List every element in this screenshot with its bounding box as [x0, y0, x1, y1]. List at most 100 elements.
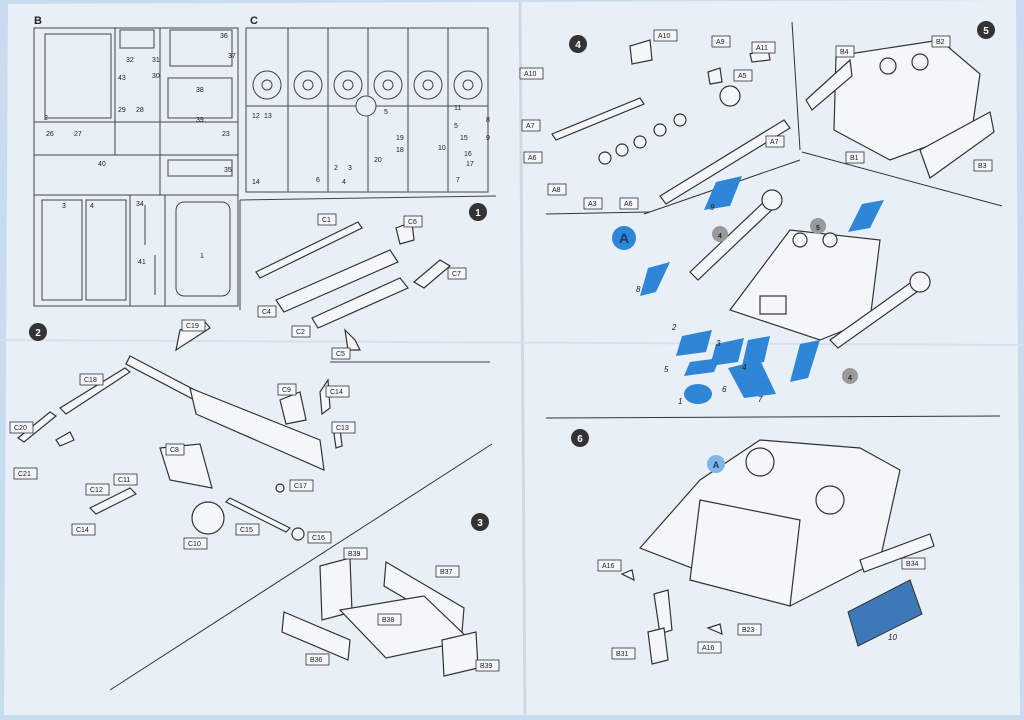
step2-label-4: C14	[76, 527, 89, 534]
step6-label-box-4	[901, 557, 926, 570]
step4-suspension-drawing	[551, 39, 791, 205]
sprue-c-number-1: 13	[264, 113, 272, 120]
step2-label-box-13	[183, 537, 208, 550]
sprue-c-number-17: 7	[456, 177, 460, 184]
step4-label-0: A10	[658, 33, 671, 40]
step4-label-box-2	[751, 41, 776, 54]
step5-hull-drawing	[805, 39, 995, 179]
step5-label-1: B2	[936, 39, 945, 46]
step-circle-2	[29, 323, 47, 341]
step5-divider	[791, 21, 801, 151]
step2-label-7: C13	[336, 425, 349, 432]
step-number-5: 5	[983, 26, 989, 37]
step3-label-box-1	[435, 565, 460, 578]
step6-label-box-1	[611, 647, 636, 660]
sprue-c-number-5: 3	[348, 165, 352, 172]
step4-label-4: A5	[738, 73, 747, 80]
callout-gray-4-top	[712, 226, 728, 242]
step1-label-box-5	[331, 347, 351, 360]
sprue-b-number-13: 23	[222, 131, 230, 138]
step4-label-10: A6	[624, 201, 633, 208]
sprue-b-number-0: 2	[44, 115, 48, 122]
decal-number-0: 9	[710, 203, 715, 212]
decal-number-1: 8	[636, 285, 641, 294]
step2-label-3: C21	[18, 471, 31, 478]
step2-label-box-10	[85, 483, 110, 496]
decal-callout-a	[612, 226, 636, 250]
step6-decal-10	[847, 579, 923, 647]
step1-label-box-4	[291, 325, 311, 338]
step1-label-2: C7	[452, 271, 461, 278]
step2-label-box-11	[289, 479, 314, 492]
center-fold	[518, 0, 527, 716]
step1-label-0: C1	[322, 217, 331, 224]
step3-label-0: B39	[348, 551, 361, 558]
step4-label-box-6	[765, 135, 785, 148]
step2-label-2: C20	[14, 425, 27, 432]
decal-number-2: 2	[671, 323, 677, 332]
step2-label-box-7	[331, 421, 356, 434]
step4-label-box-7	[523, 151, 543, 164]
step2-label-11: C17	[294, 483, 307, 490]
step4-label-box-8	[547, 183, 567, 196]
step3-label-4: B39	[480, 663, 493, 670]
sprue-c-number-13: 5	[454, 123, 458, 130]
step6-divider	[545, 415, 1001, 419]
step6-label-box-2	[697, 641, 722, 654]
step4-label-box-10	[619, 197, 639, 210]
decal-number-8: 7	[758, 395, 763, 404]
step3-label-box-2	[377, 613, 402, 626]
step6-callout-a	[707, 455, 725, 473]
step4-bottom-rule	[545, 211, 651, 215]
step3-label-box-4	[475, 659, 500, 672]
step-number-2: 2	[35, 328, 41, 339]
step4-label-box-4	[733, 69, 753, 82]
step6-label-2: A16	[702, 645, 715, 652]
step2-label-10: C12	[90, 487, 103, 494]
step3-label-2: B38	[382, 617, 395, 624]
sprue-b-number-17: 4	[90, 203, 94, 210]
decal-markings	[640, 176, 884, 404]
step2-label-box-6	[325, 385, 350, 398]
sprue-c-number-14: 15	[460, 135, 468, 142]
step2-label-box-14	[307, 531, 332, 544]
sprue-c-number-10: 20	[374, 157, 382, 164]
sprue-c-number-3: 6	[316, 177, 320, 184]
sprue-c-number-6: 4	[342, 179, 346, 186]
step6-label-1: B31	[616, 651, 629, 658]
step2-label-box-0	[181, 319, 206, 332]
decal-number-6: 4	[742, 363, 747, 372]
step-number-1: 1	[475, 208, 481, 219]
sprue-b-number-7: 38	[196, 87, 204, 94]
callout-gray-4-bottom	[842, 368, 858, 384]
sprue-c-number-9: 18	[396, 147, 404, 154]
step5-label-box-0	[835, 45, 855, 58]
step2-label-0: C19	[186, 323, 199, 330]
step-circle-3	[471, 513, 489, 531]
step1-label-3: C4	[262, 309, 271, 316]
step-circle-6	[571, 429, 589, 447]
step-circle-5	[977, 21, 995, 39]
decal-callout-a-letter: A	[619, 230, 629, 246]
step5-label-box-2	[845, 151, 865, 164]
sprue-b-number-11: 26	[46, 131, 54, 138]
step1-gun-drawing	[255, 221, 452, 351]
step2-label-box-4	[71, 523, 96, 536]
step4-label-2: A11	[756, 45, 768, 52]
decal-hull-drawing	[689, 189, 931, 349]
step2-label-1: C18	[84, 377, 97, 384]
step1-label-box-3	[257, 305, 277, 318]
sprue-c-letter: C	[250, 15, 258, 27]
step1-label-box-2	[447, 267, 467, 280]
sprue-b-number-15: 35	[224, 167, 232, 174]
callout-gray-4-top-text: 4	[718, 233, 722, 240]
decal-number-9: 10	[888, 633, 897, 642]
step2-label-box-8	[165, 443, 185, 456]
step4-label-box-5	[521, 119, 541, 132]
